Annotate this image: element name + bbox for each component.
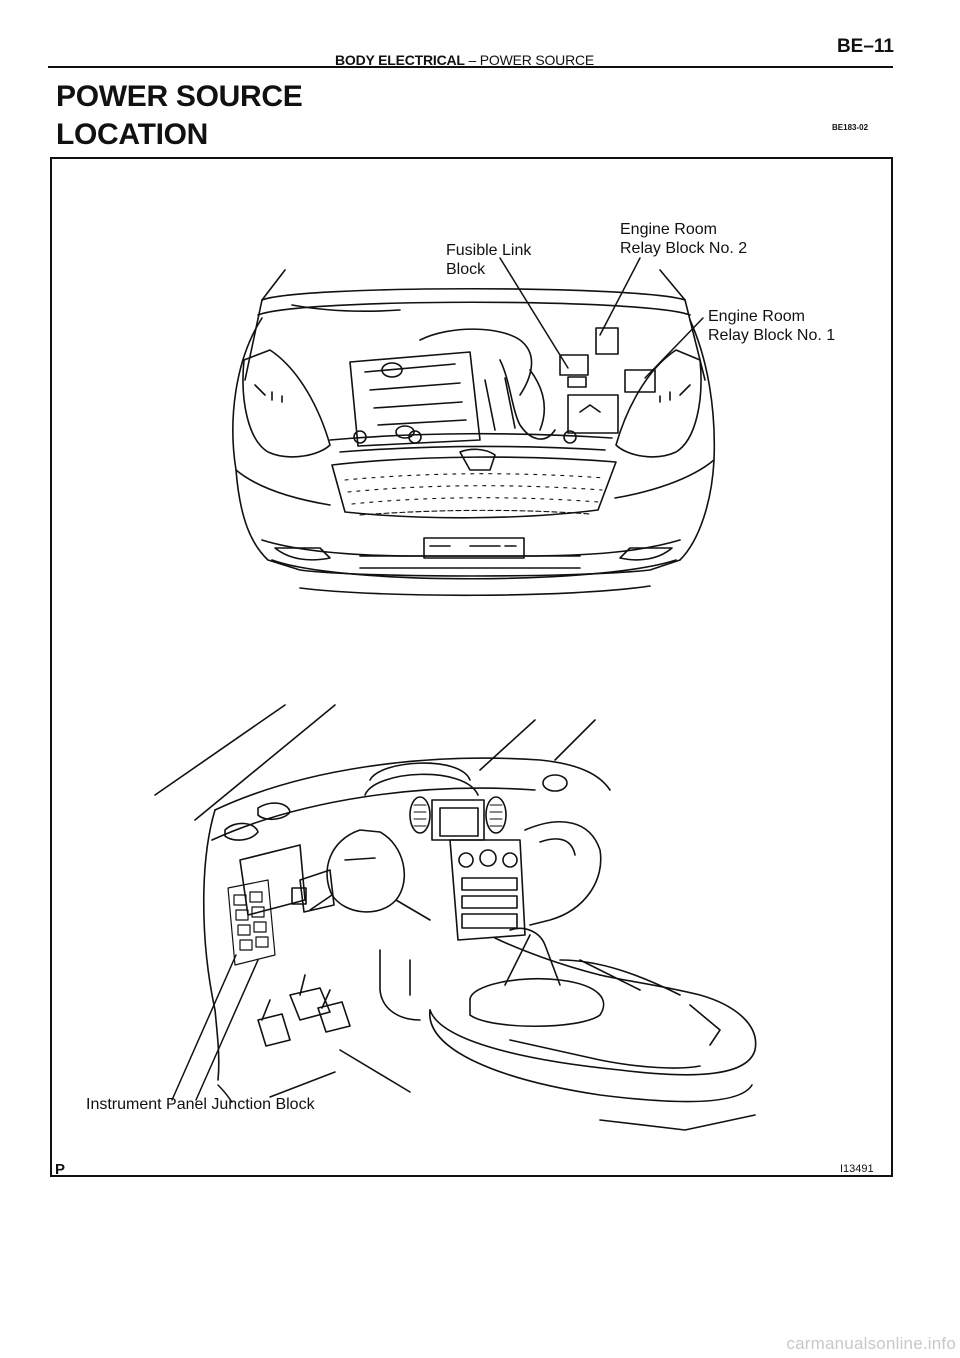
footer-mark: P bbox=[55, 1161, 66, 1178]
label-instrument-panel-junction-block: Instrument Panel Junction Block bbox=[86, 1096, 315, 1113]
figure-code: I13491 bbox=[840, 1163, 874, 1175]
running-header: BODY ELECTRICAL – POWER SOURCE bbox=[335, 52, 594, 68]
header-rule bbox=[48, 66, 893, 68]
section-name: BODY ELECTRICAL bbox=[335, 52, 465, 68]
header-dash: – bbox=[468, 52, 477, 68]
junction-block bbox=[227, 879, 276, 966]
label-fusible-link-line2: Block bbox=[446, 261, 486, 278]
label-engine-room-relay-block-2: Engine Room Relay Block No. 2 bbox=[620, 220, 747, 258]
instrument-panel-drawing bbox=[154, 704, 757, 1131]
label-er-relay-1-line2: Relay Block No. 1 bbox=[708, 327, 836, 344]
leader-lines-panel bbox=[171, 954, 336, 1103]
label-er-relay-2-line1: Engine Room bbox=[620, 221, 717, 238]
label-er-relay-2-line2: Relay Block No. 2 bbox=[620, 240, 748, 257]
subsection-name: POWER SOURCE bbox=[479, 52, 595, 68]
label-er-relay-1-line1: Engine Room bbox=[708, 308, 805, 325]
document-code: BE183-02 bbox=[832, 123, 869, 132]
watermark: carmanualsonline.info bbox=[786, 1334, 956, 1353]
label-fusible-link-block: Fusible Link Block bbox=[446, 241, 531, 279]
label-fusible-link-line1: Fusible Link bbox=[446, 242, 532, 259]
illustration-frame bbox=[50, 157, 893, 1177]
engine-room-drawing bbox=[232, 269, 716, 597]
section-title: LOCATION bbox=[56, 118, 209, 151]
page-title: POWER SOURCE bbox=[56, 80, 303, 113]
page-number: BE–11 bbox=[836, 36, 894, 57]
label-engine-room-relay-block-1: Engine Room Relay Block No. 1 bbox=[708, 307, 835, 345]
leader-lines-engine bbox=[499, 257, 704, 379]
